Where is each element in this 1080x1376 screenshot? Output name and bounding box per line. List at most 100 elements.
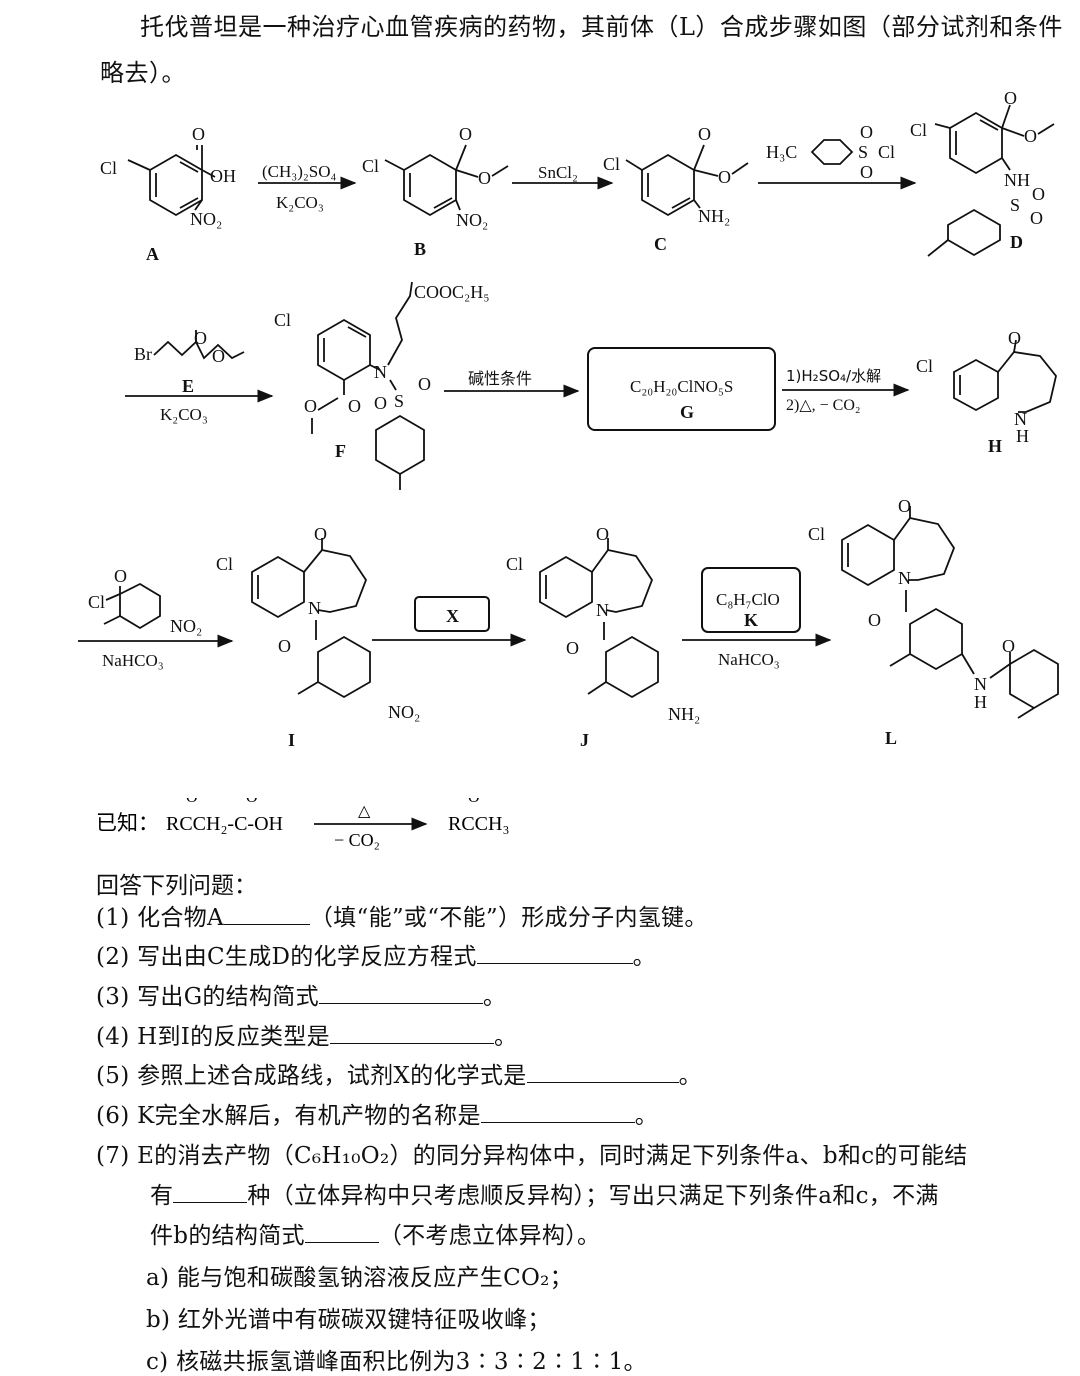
- known-cond-bottom: − CO₂: [334, 830, 380, 850]
- answer-blank-6[interactable]: [480, 1102, 635, 1123]
- atom-o: O: [212, 346, 225, 366]
- answer-blank-5[interactable]: [526, 1062, 679, 1083]
- known-product: RCCH₃: [448, 813, 509, 835]
- atom-n: N: [974, 674, 987, 694]
- atom-n: N: [308, 598, 321, 618]
- atom-h: H: [1016, 426, 1029, 446]
- atom-nh: NH: [1004, 170, 1030, 190]
- atom-cl: Cl: [274, 310, 291, 330]
- label-g: G: [680, 402, 694, 422]
- atom-o: O: [418, 374, 431, 394]
- atom-o: O: [1008, 328, 1021, 348]
- intro: 托伐普坦是一种治疗心血管疾病的药物，其前体（L）合成步骤如图（部分试剂和条件 略…: [100, 4, 1075, 96]
- condition-b: b) 红外光谱中有碳碳双键特征吸收峰；: [146, 1307, 551, 1333]
- compound-a: Cl O OH NO₂ A: [100, 124, 236, 264]
- question-7-text-d: 件b的结构简式: [150, 1223, 305, 1249]
- cond-a-b-top: (CH₃)₂SO₄: [262, 162, 337, 181]
- atom-o: O: [314, 524, 327, 544]
- compound-f: Cl N COOC₂H₅ S O O O O F: [274, 281, 490, 490]
- atom-n: N: [898, 568, 911, 588]
- answer-blank-7b[interactable]: [304, 1222, 379, 1243]
- atom-o: O: [304, 396, 317, 416]
- answer-blank-1[interactable]: [223, 904, 310, 925]
- label-l: L: [885, 728, 897, 748]
- answer-blank-2[interactable]: [476, 943, 633, 964]
- answer-blank-4[interactable]: [329, 1023, 494, 1044]
- synthesis-scheme: Cl O OH NO₂ A (CH₃)₂SO₄ K₂CO₃ Cl O O NO₂…: [78, 88, 1059, 750]
- known-reaction-scheme: 已知： O O RCCH₂-C-OH △ − CO₂ O RCCH₃: [96, 789, 509, 850]
- cond-g-h-1: 1)H₂SO₄/水解: [786, 367, 881, 385]
- answer-blank-3[interactable]: [318, 983, 483, 1004]
- atom-o: O: [374, 393, 387, 413]
- questions-header: 回答下列问题：: [96, 873, 257, 899]
- cond-d-f: K₂CO₃: [160, 405, 208, 424]
- atom-cl: Cl: [603, 154, 620, 174]
- atom-cl: Cl: [362, 156, 379, 176]
- atom-s: S: [858, 142, 868, 162]
- atom-o: O: [718, 167, 731, 187]
- box-x: [414, 596, 490, 632]
- ester-cooc2h5: COOC₂H₅: [414, 282, 490, 302]
- atom-no2: NO₂: [388, 702, 420, 722]
- atom-n: N: [374, 362, 387, 382]
- answer-blank-7a[interactable]: [173, 1182, 248, 1203]
- condition-a: a) 能与饱和碳酸氢钠溶液反应产生CO₂；: [146, 1265, 573, 1291]
- atom-o: O: [1004, 88, 1017, 108]
- atom-o: O: [1032, 184, 1045, 204]
- label-h: H: [988, 436, 1002, 456]
- atom-o: O: [1030, 208, 1043, 228]
- atom-o: O: [186, 798, 198, 806]
- question-5-text-a: (5) 参照上述合成路线，试剂X的化学式是: [96, 1063, 527, 1089]
- atom-o: O: [566, 638, 579, 658]
- question-6-text-a: (6) K完全水解后，有机产物的名称是: [96, 1103, 481, 1129]
- atom-o: O: [860, 162, 873, 182]
- atom-no2: NO₂: [170, 616, 202, 636]
- atom-cl: Cl: [100, 158, 117, 178]
- atom-o: O: [898, 496, 911, 516]
- atom-h3c: H₃C: [766, 142, 797, 162]
- question-7-text-e: （不考虑立体异构）。: [378, 1223, 601, 1249]
- atom-o: O: [698, 124, 711, 144]
- compound-c: Cl O O NH₂ C: [603, 124, 749, 254]
- atom-o: O: [596, 524, 609, 544]
- cond-g-h-2: 2)△, − CO₂: [786, 397, 860, 414]
- compound-i: Cl O N O NO₂ I: [216, 524, 420, 750]
- cond-f-g: 碱性条件: [468, 369, 532, 388]
- question-5: (5) 参照上述合成路线，试剂X的化学式是 。: [96, 1056, 702, 1090]
- atom-cl: Cl: [916, 356, 933, 376]
- atom-o: O: [348, 396, 361, 416]
- atom-cl: Cl: [878, 142, 895, 162]
- atom-o: O: [194, 328, 207, 348]
- atom-oh: OH: [210, 166, 236, 186]
- atom-nh2: NH₂: [668, 704, 700, 724]
- question-2-text-a: (2) 写出由C生成D的化学反应方程式: [96, 944, 477, 970]
- question-5-text-b: 。: [678, 1063, 702, 1089]
- question-7-line-2: 有种（立体异构中只考虑顺反异构）；写出只满足下列条件a和c，不满: [150, 1176, 939, 1210]
- intro-line-1: 托伐普坦是一种治疗心血管疾病的药物，其前体（L）合成步骤如图（部分试剂和条件: [140, 13, 1063, 41]
- atom-o: O: [459, 124, 472, 144]
- atom-cl: Cl: [216, 554, 233, 574]
- atom-h: H: [974, 692, 987, 712]
- atom-cl: Cl: [88, 592, 105, 612]
- compound-b: Cl O O NO₂ B: [362, 124, 509, 259]
- label-a: A: [146, 244, 159, 264]
- question-6-text-b: 。: [634, 1103, 659, 1129]
- reagent-e: Br O O E: [134, 328, 245, 396]
- label-i: I: [288, 730, 295, 750]
- atom-cl: Cl: [808, 524, 825, 544]
- question-3-text-a: (3) 写出G的结构简式: [96, 984, 319, 1010]
- question-4-text-a: (4) H到I的反应类型是: [96, 1024, 330, 1050]
- atom-o: O: [192, 124, 205, 144]
- atom-s: S: [1010, 195, 1020, 215]
- k-formula: C₈H₇ClO: [716, 590, 780, 609]
- acyl-chloride-reagent: O Cl NO₂: [88, 566, 202, 636]
- atom-br: Br: [134, 344, 152, 364]
- g-formula: C₂₀H₂₀ClNO₅S: [630, 377, 733, 396]
- label-f: F: [335, 441, 346, 461]
- compound-l: Cl O N O N H O L: [808, 496, 1059, 748]
- question-4-text-b: 。: [493, 1024, 518, 1050]
- question-1: (1) 化合物A（填“能”或“不能”）形成分子内氢键。: [96, 898, 708, 932]
- atom-cl: Cl: [506, 554, 523, 574]
- atom-n: N: [596, 600, 609, 620]
- atom-o: O: [478, 168, 491, 188]
